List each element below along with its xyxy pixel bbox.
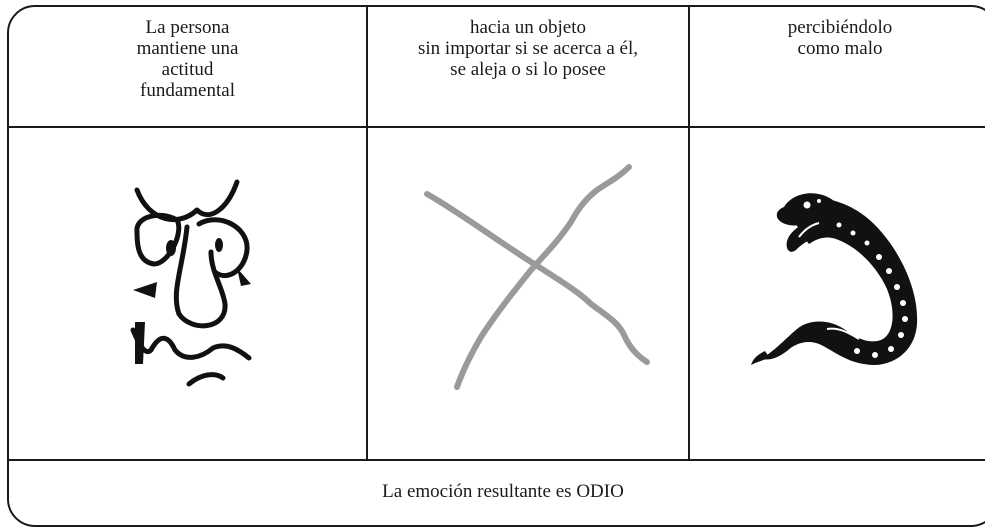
diagram-frame: La persona mantiene una actitud fundamen… xyxy=(7,5,985,527)
header-divider xyxy=(9,126,985,128)
column-3-header: percibiéndolo como malo xyxy=(787,17,893,59)
grumpy-face-icon xyxy=(130,179,252,387)
result-statement: La emoción resultante es ODIO xyxy=(382,481,624,502)
footer-divider xyxy=(9,459,985,461)
column-1-header: La persona mantiene una actitud fundamen… xyxy=(136,17,239,101)
cross-x-icon xyxy=(424,164,650,390)
column-2-header: hacia un objeto sin importar si se acerc… xyxy=(418,17,638,80)
diagram-grid: La persona mantiene una actitud fundamen… xyxy=(9,7,985,525)
serpent-head-icon xyxy=(751,193,918,365)
column-divider-2 xyxy=(688,7,690,461)
column-divider-1 xyxy=(366,7,368,461)
